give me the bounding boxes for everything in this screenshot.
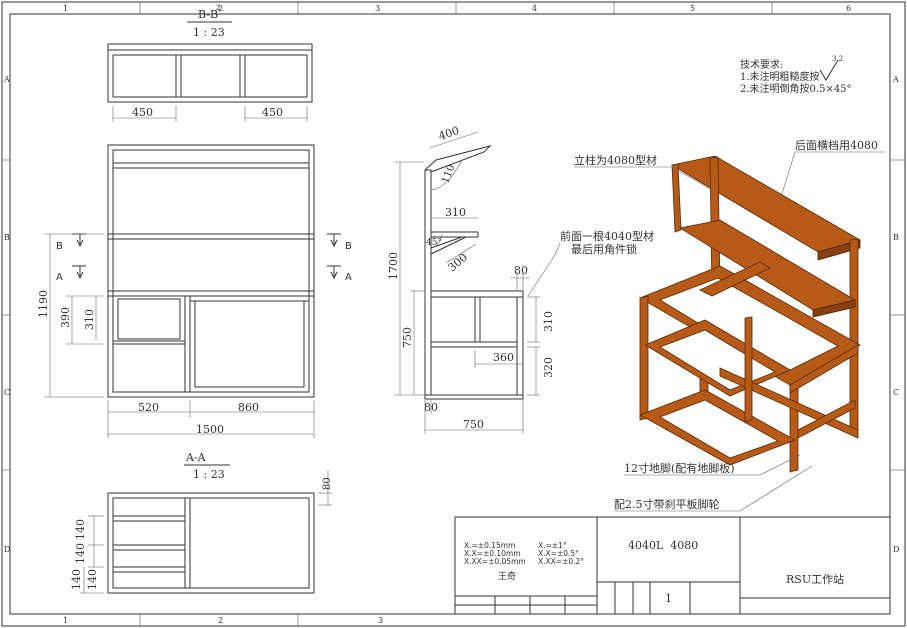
- tol-linear-3: X.XX=±0.05mm: [464, 557, 526, 566]
- section-mark-b-left: B: [56, 241, 63, 252]
- note-feet: 12寸地脚(配有地脚板): [624, 461, 735, 475]
- dim-300: 300: [446, 251, 470, 274]
- dim-750-width: 750: [463, 418, 484, 431]
- row-c: C: [4, 388, 10, 397]
- dim-1700: 1700: [387, 252, 400, 280]
- dim-aa-80: 80: [322, 477, 333, 490]
- dim-320: 320: [542, 357, 555, 378]
- row-a-right: A: [892, 75, 899, 84]
- dim-bb-450-left: 450: [132, 106, 153, 119]
- section-bb-view: B-B 2 1 : 23 450 450: [107, 4, 313, 122]
- tech-item-1: 1.未注明粗糙度按: [740, 70, 820, 83]
- dim-80-top: 80: [514, 264, 528, 277]
- dim-aa-140-d: 140: [86, 569, 99, 590]
- col-6: 6: [846, 4, 851, 13]
- dim-360: 360: [493, 351, 514, 364]
- section-aa-scale: 1 : 23: [193, 468, 225, 481]
- dim-80-bottom: 80: [424, 401, 438, 414]
- note-rear-beam: 后面横档用4080: [795, 138, 878, 152]
- dim-750-height: 750: [401, 327, 414, 348]
- dim-310: 310: [83, 309, 96, 330]
- dim-1500: 1500: [196, 423, 224, 436]
- section-mark-a-left: A: [56, 272, 63, 283]
- dim-110: 110: [440, 163, 457, 185]
- row-c-right: C: [893, 388, 899, 397]
- dim-400: 400: [437, 124, 461, 143]
- col-3: 3: [375, 4, 380, 13]
- row-a: A: [3, 75, 10, 84]
- drawing-name: RSU工作站: [786, 572, 844, 586]
- title-block: X.=±0.15mm X.X=±0.10mm X.XX=±0.05mm X.=±…: [454, 516, 891, 615]
- dim-520: 520: [138, 401, 159, 414]
- side-view: 400 110 310 45° 300 1700 80 750 310 360 …: [387, 124, 555, 434]
- tol-linear-2: X.X=±0.10mm: [464, 549, 521, 558]
- dim-390: 390: [59, 307, 72, 328]
- dim-860: 860: [238, 401, 259, 414]
- dim-310-lower: 310: [542, 311, 555, 332]
- tech-requirements: 技术要求: 1.未注明粗糙度按 2.未注明倒角按0.5×45° 3.2: [740, 55, 852, 95]
- section-bb-scale: 1 : 23: [193, 26, 225, 39]
- tech-item-2: 2.未注明倒角按0.5×45°: [740, 82, 852, 95]
- sheet-number: 1: [665, 592, 672, 605]
- dim-310-side: 310: [445, 206, 466, 219]
- tol-angle-3: X.XX=±0.2°: [538, 557, 584, 566]
- section-mark-a-right: A: [345, 272, 352, 283]
- col-1-bottom: 1: [63, 616, 68, 625]
- tol-angle-2: X.X=±0.5°: [538, 549, 579, 558]
- note-front-beam-2: 最后用角件锁: [571, 242, 637, 256]
- roughness-value: 3.2: [832, 55, 843, 63]
- angle-45: 45°: [426, 238, 442, 248]
- tol-linear-1: X.=±0.15mm: [464, 541, 515, 550]
- col-5: 5: [690, 4, 695, 13]
- dim-aa-140-b: 140: [74, 543, 87, 564]
- section-aa-view: A-A 1 : 23 80 140 140 140 140: [70, 451, 333, 594]
- note-front-beam-1: 前面一根4040型材: [560, 229, 654, 243]
- dim-bb-450-right: 450: [262, 106, 283, 119]
- note-column: 立柱为4080型材: [574, 153, 657, 167]
- col-1: 1: [63, 4, 68, 13]
- tech-title: 技术要求:: [740, 58, 783, 71]
- row-b: B: [4, 233, 10, 242]
- tol-angle-1: X.=±1°: [538, 541, 567, 550]
- annotations: 立柱为4080型材 后面横档用4080 前面一根4040型材 最后用角件锁 12…: [527, 138, 885, 512]
- row-b-right: B: [893, 233, 899, 242]
- designer-name: 王奇: [498, 570, 516, 582]
- section-bb-title: B-B: [198, 8, 218, 21]
- col-2: 2: [218, 4, 223, 13]
- row-d: D: [4, 545, 10, 554]
- material-field: 4040L 4080: [628, 539, 698, 552]
- col-2-bottom: 2: [218, 616, 223, 625]
- front-view: B A B A 1190 390 310 520 860 1500: [37, 144, 352, 438]
- section-bb-sup: 2: [216, 4, 220, 12]
- section-aa-title: A-A: [185, 451, 207, 464]
- note-caster: 配2.5寸带刹平板脚轮: [614, 497, 720, 511]
- dim-aa-140-c: 140: [70, 569, 83, 590]
- section-mark-b-right: B: [345, 241, 352, 252]
- isometric-frame: [639, 155, 862, 473]
- dim-1190: 1190: [37, 290, 50, 318]
- row-d-right: D: [893, 545, 899, 554]
- col-4: 4: [532, 4, 537, 13]
- dim-aa-140-a: 140: [74, 519, 87, 540]
- col-3-bottom: 3: [378, 616, 383, 625]
